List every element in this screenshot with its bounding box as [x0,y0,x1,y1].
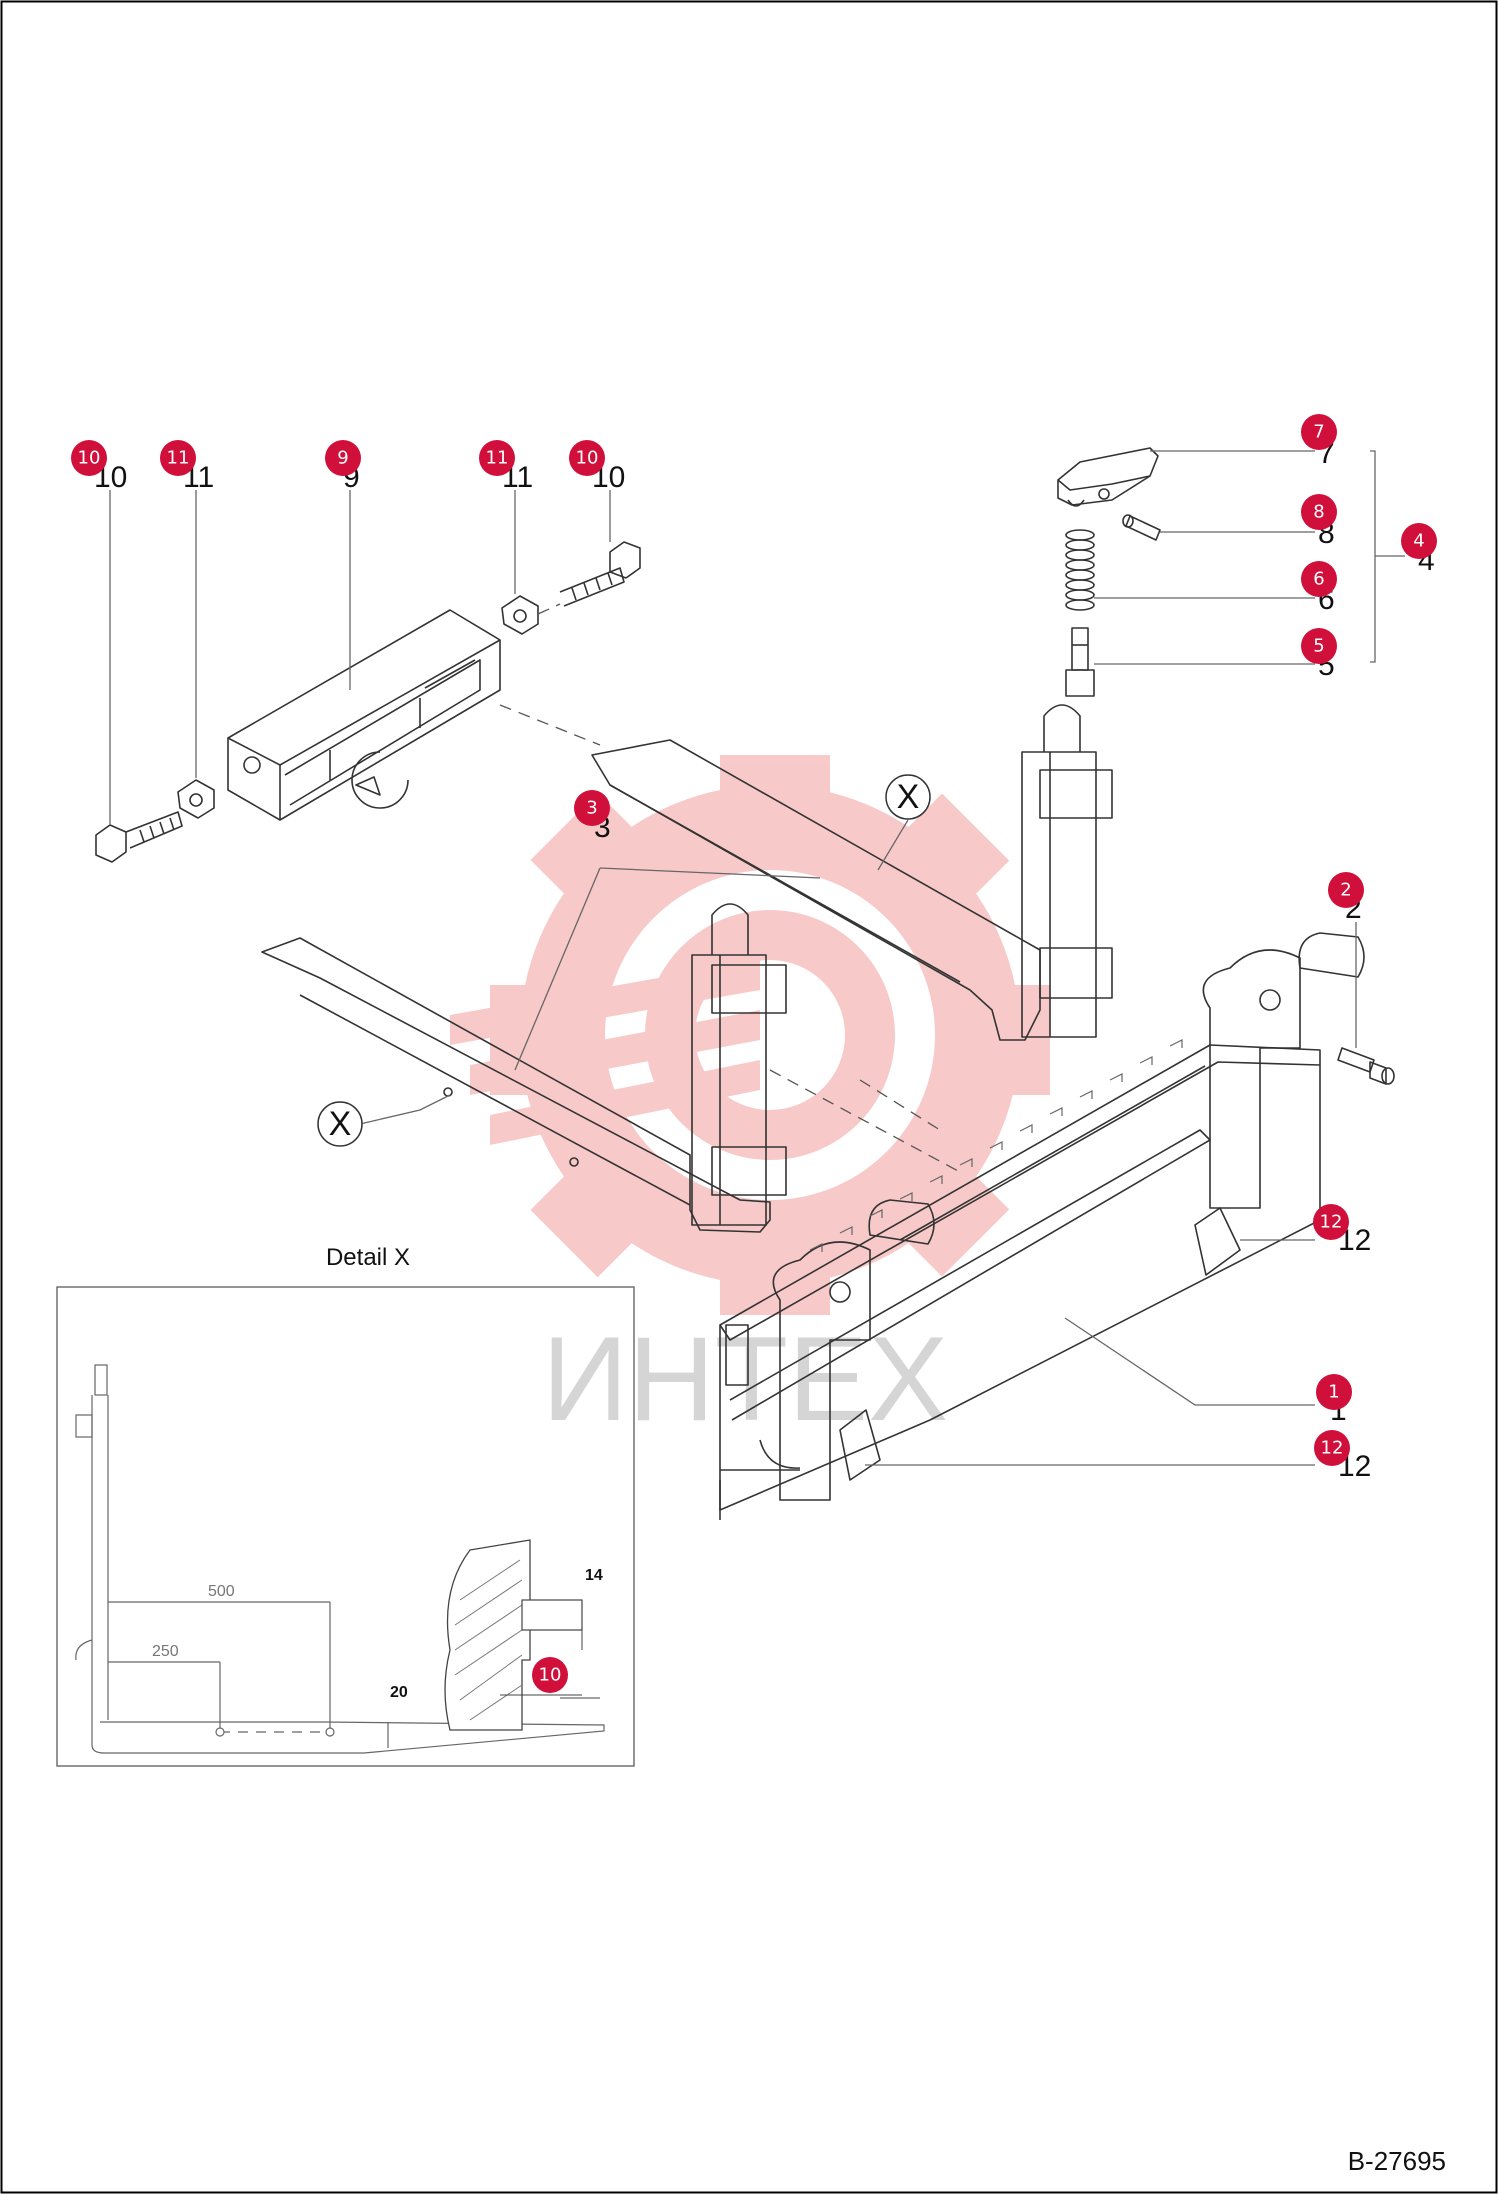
svg-text:12: 12 [1320,1212,1343,1233]
section-marker-x-top: X [885,774,931,820]
detail-dim-250: 250 [152,1643,179,1660]
detail-x-fork-profile [75,1364,605,1754]
part-1-carriage-notches [809,1039,1183,1252]
leader-lines [109,450,1405,1466]
callout-5[interactable]: 5 5 [1301,628,1337,682]
callout-11-right[interactable]: 11 11 [479,440,533,494]
svg-text:6: 6 [1313,569,1324,590]
svg-text:10: 10 [576,448,599,469]
detail-x-title: Detail X [326,1244,410,1271]
callout-11-left[interactable]: 11 11 [160,440,214,494]
callout-12-lower[interactable]: 12 12 [1314,1430,1371,1483]
part-9-hook-bracket [227,609,501,821]
watermark-text: ИНТЕХ [542,1312,948,1446]
detail-dim-500: 500 [208,1583,235,1600]
callout-8[interactable]: 8 8 [1301,494,1337,550]
svg-text:9: 9 [337,448,348,469]
part-2-screw [1337,1047,1395,1085]
section-marker-x-left: X [317,1101,363,1147]
callout-6[interactable]: 6 6 [1301,561,1337,616]
drawing-number: B-27695 [1348,2146,1446,2176]
svg-text:10: 10 [539,1665,562,1686]
detail-x-section [444,1539,600,1731]
callout-10-right[interactable]: 10 10 [569,440,625,494]
svg-text:11: 11 [167,448,190,469]
svg-text:3: 3 [586,798,597,819]
part-8-pin [1122,514,1161,541]
svg-text:4: 4 [1413,531,1424,552]
detail-x-frame [56,1286,635,1767]
callout-7[interactable]: 7 7 [1301,414,1337,470]
part-11-nut-left [177,779,215,819]
part-10-bolt-left [95,811,183,863]
callout-12-upper[interactable]: 12 12 [1313,1204,1371,1257]
part-10-bolt-right [559,541,641,607]
svg-text:12: 12 [1321,1438,1344,1459]
part-3-fork-back [591,704,1113,1041]
svg-text:2: 2 [1340,880,1351,901]
detail-x-dimensions [108,1601,389,1748]
part-6-spring [1065,529,1095,611]
part-7-latch [1057,447,1159,507]
svg-text:X: X [329,1105,352,1143]
svg-text:10: 10 [78,448,101,469]
svg-text:7: 7 [1313,422,1324,443]
svg-text:8: 8 [1313,502,1324,523]
part-1-fork-carriage [719,932,1365,1520]
callout-10-left[interactable]: 10 10 [71,440,127,494]
svg-text:X: X [897,778,920,816]
svg-text:1: 1 [1328,1382,1339,1403]
callout-1[interactable]: 1 1 [1316,1374,1352,1427]
part-11-nut-right [501,595,539,635]
callout-9[interactable]: 9 9 [325,440,361,494]
svg-text:11: 11 [486,448,509,469]
part-5-bolt-pin [1065,627,1095,697]
part-3-fork-front [261,903,787,1233]
watermark-logo [450,755,1050,1315]
detail-dim-20: 20 [390,1684,408,1701]
svg-text:5: 5 [1313,636,1324,657]
detail-dim-14: 14 [585,1567,603,1584]
callout-3[interactable]: 3 3 [574,790,611,844]
guide-dash-9 [499,704,601,746]
callout-10-detail[interactable]: 10 [532,1657,568,1693]
callout-2[interactable]: 2 2 [1328,872,1364,925]
callout-4[interactable]: 4 4 [1401,523,1437,577]
